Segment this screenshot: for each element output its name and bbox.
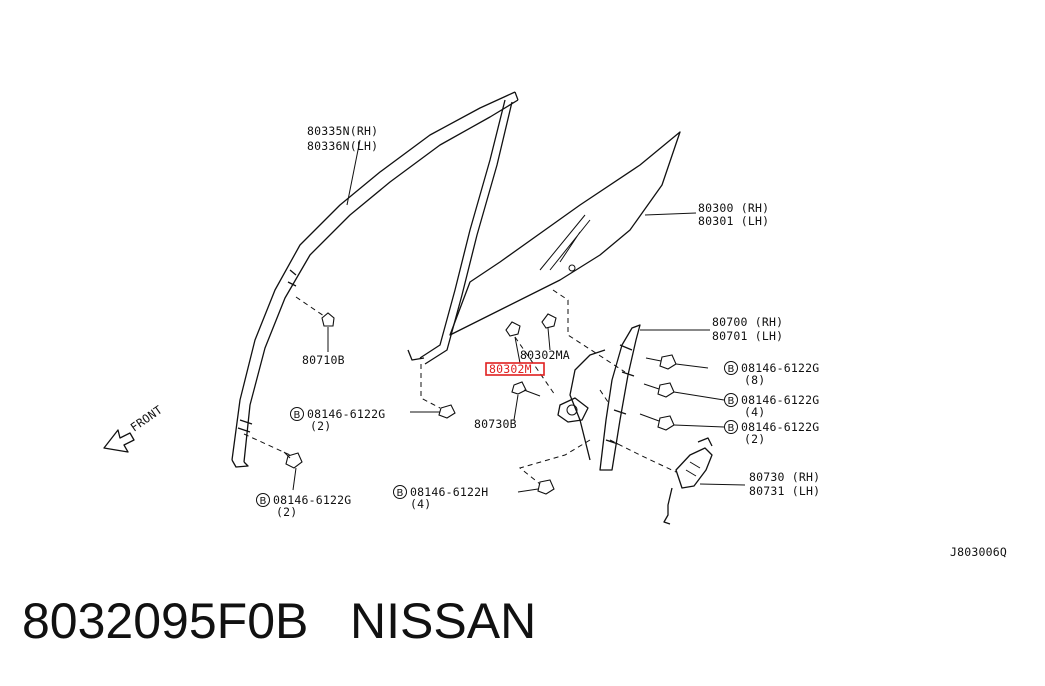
marker-b-1: B bbox=[724, 361, 738, 375]
label-80701: 80701 (LH) bbox=[712, 329, 783, 343]
label-bolt3-part: 08146-6122G bbox=[741, 420, 819, 434]
marker-b-6: B bbox=[256, 493, 270, 507]
label-80302ma: 80302MA bbox=[520, 348, 570, 362]
door-glass bbox=[449, 131, 681, 336]
footer-caption: 8032095F0B NISSAN bbox=[22, 596, 536, 646]
marker-b-6-letter: B bbox=[260, 496, 267, 507]
clip-80710b bbox=[321, 312, 335, 327]
label-80700: 80700 (RH) bbox=[712, 315, 783, 329]
clip-80302m bbox=[505, 321, 521, 337]
marker-b-4: B bbox=[393, 485, 407, 499]
label-bolt-left-part: 08146-6122G bbox=[307, 407, 385, 421]
label-80730b: 80730B bbox=[474, 417, 517, 431]
front-arrow: FRONT bbox=[103, 403, 165, 453]
label-80335n: 80335N(RH) bbox=[307, 124, 378, 138]
label-bolt2-qty: (4) bbox=[744, 405, 765, 419]
bolt-08146-6122g-bottom bbox=[283, 451, 303, 469]
marker-b-3-letter: B bbox=[728, 423, 735, 434]
label-80301: 80301 (LH) bbox=[698, 214, 769, 228]
label-80731: 80731 (LH) bbox=[749, 484, 820, 498]
footer-part-number: 8032095F0B bbox=[22, 593, 309, 649]
bolt-08146-6122g-d bbox=[639, 413, 675, 431]
door-sash-channel bbox=[231, 91, 519, 468]
label-bolt2-part: 08146-6122G bbox=[741, 393, 819, 407]
label-bolt-bottom-part: 08146-6122G bbox=[273, 493, 351, 507]
label-bolt3-qty: (2) bbox=[744, 432, 765, 446]
window-regulator bbox=[557, 324, 641, 471]
label-bolt-h-part: 08146-6122H bbox=[410, 485, 488, 499]
label-80302m: 80302M bbox=[489, 362, 532, 376]
marker-b-1-letter: B bbox=[728, 364, 735, 375]
label-bolt-left-qty: (2) bbox=[310, 419, 331, 433]
bolt-80730b bbox=[511, 381, 541, 397]
leader-lines bbox=[292, 139, 746, 493]
bolt-08146-6122h bbox=[537, 479, 555, 495]
diagram-code: J803006Q bbox=[950, 545, 1007, 559]
label-80730: 80730 (RH) bbox=[749, 470, 820, 484]
marker-b-2-letter: B bbox=[728, 396, 735, 407]
marker-b-5-letter: B bbox=[294, 410, 301, 421]
marker-b-2: B bbox=[724, 393, 738, 407]
label-bolt1-part: 08146-6122G bbox=[741, 361, 819, 375]
label-bolt-h-qty: (4) bbox=[410, 497, 431, 511]
front-label: FRONT bbox=[128, 403, 165, 435]
bolt-08146-6122g-left bbox=[438, 404, 456, 419]
bolt-08146-6122g-b bbox=[645, 354, 677, 370]
footer-brand: NISSAN bbox=[350, 593, 537, 649]
label-80300: 80300 (RH) bbox=[698, 201, 769, 215]
label-80710b: 80710B bbox=[302, 353, 345, 367]
highlight-box-80302m bbox=[485, 362, 545, 376]
label-bolt-bottom-qty: (2) bbox=[276, 505, 297, 519]
marker-b-3: B bbox=[724, 420, 738, 434]
label-bolt1-qty: (8) bbox=[744, 373, 765, 387]
marker-b-5: B bbox=[290, 407, 304, 421]
label-80336n: 80336N(LH) bbox=[307, 139, 378, 153]
bolt-08146-6122g-c bbox=[643, 382, 675, 398]
regulator-motor bbox=[663, 437, 713, 525]
assembly-dash-lines bbox=[243, 289, 677, 485]
marker-b-4-letter: B bbox=[397, 488, 404, 499]
clip-80302ma bbox=[541, 313, 557, 329]
